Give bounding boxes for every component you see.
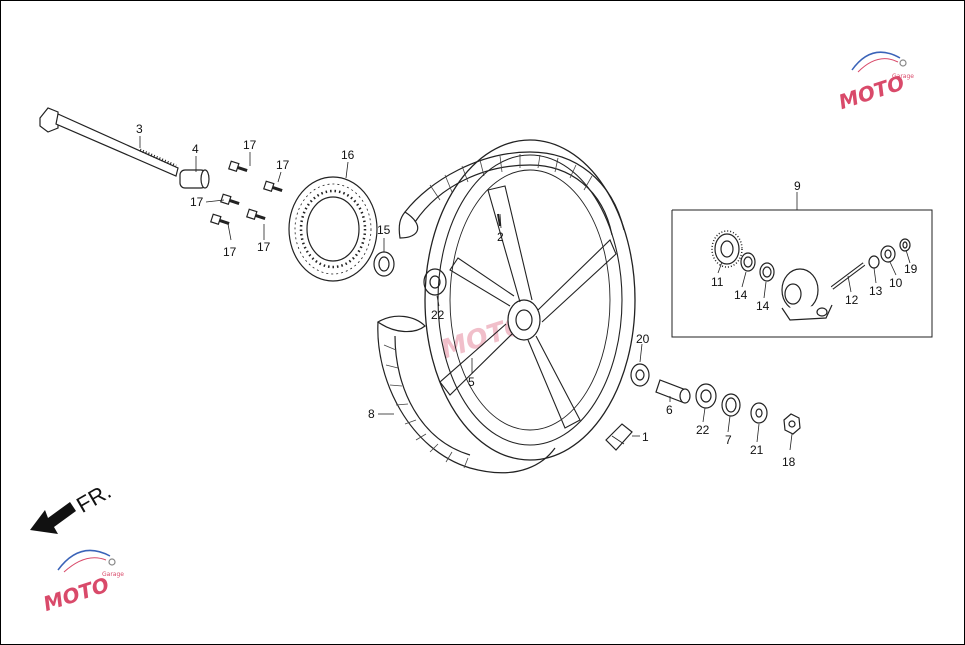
callout-21: 21: [750, 443, 764, 457]
watermark-logo-top-right: MOTO Garage: [836, 51, 914, 114]
callout-6: 6: [666, 403, 673, 417]
watermark-logo-bottom-left: MOTO Garage: [40, 549, 124, 616]
callout-14-a: 14: [734, 288, 748, 302]
callout-17-b: 17: [276, 158, 290, 172]
callout-19: 19: [904, 262, 918, 276]
part-distance-collar: [655, 379, 691, 404]
part-bearing-right: [695, 383, 717, 409]
callout-4: 4: [192, 142, 199, 156]
callout-20: 20: [636, 332, 650, 346]
part-dust-seal: [373, 251, 395, 277]
callout-17-c: 17: [190, 195, 204, 209]
callout-17-e: 17: [257, 240, 271, 254]
part-axle-nut: [783, 413, 801, 435]
part-wheel-rim: [424, 139, 636, 461]
front-direction-label: FR.: [72, 478, 115, 517]
callout-17-a: 17: [243, 138, 257, 152]
part-brake-disc: [288, 176, 378, 282]
svg-text:MOTO: MOTO: [40, 572, 112, 616]
callout-10: 10: [889, 276, 903, 290]
part-washer: [750, 402, 768, 424]
part-bearing-left: [423, 268, 447, 296]
callout-12: 12: [845, 293, 859, 307]
callout-15: 15: [377, 223, 391, 237]
callout-22-left: 22: [431, 308, 445, 322]
callout-3: 3: [136, 122, 143, 136]
callout-2: 2: [497, 230, 504, 244]
part-tire: [376, 151, 625, 474]
part-collar: [179, 169, 210, 189]
part-disc-bolts: [210, 160, 283, 226]
svg-text:Garage: Garage: [102, 571, 124, 578]
callout-labels: 3 4 17 17 17 17 17 16 15 22 2 5 8 20 6 2…: [136, 122, 918, 469]
part-valve: [497, 213, 501, 227]
svg-text:Garage: Garage: [892, 73, 914, 80]
callout-17-d: 17: [223, 245, 237, 259]
callout-14-b: 14: [756, 299, 770, 313]
callout-16: 16: [341, 148, 355, 162]
part-axle: [39, 107, 179, 177]
callout-8: 8: [368, 407, 375, 421]
callout-9: 9: [794, 179, 801, 193]
part-balance-weight: [605, 423, 633, 451]
leader-lines: [139, 136, 911, 451]
part-retainer: [721, 393, 741, 417]
front-direction-arrow: FR.: [30, 478, 115, 534]
part-speedometer-gearbox-group: [671, 209, 933, 338]
callout-13: 13: [869, 284, 883, 298]
part-dust-seal-right: [630, 363, 650, 387]
callout-7: 7: [725, 433, 732, 447]
callout-18: 18: [782, 455, 796, 469]
callout-11: 11: [711, 275, 724, 289]
callout-5: 5: [468, 375, 475, 389]
callout-1: 1: [642, 430, 649, 444]
callout-22-right: 22: [696, 423, 710, 437]
